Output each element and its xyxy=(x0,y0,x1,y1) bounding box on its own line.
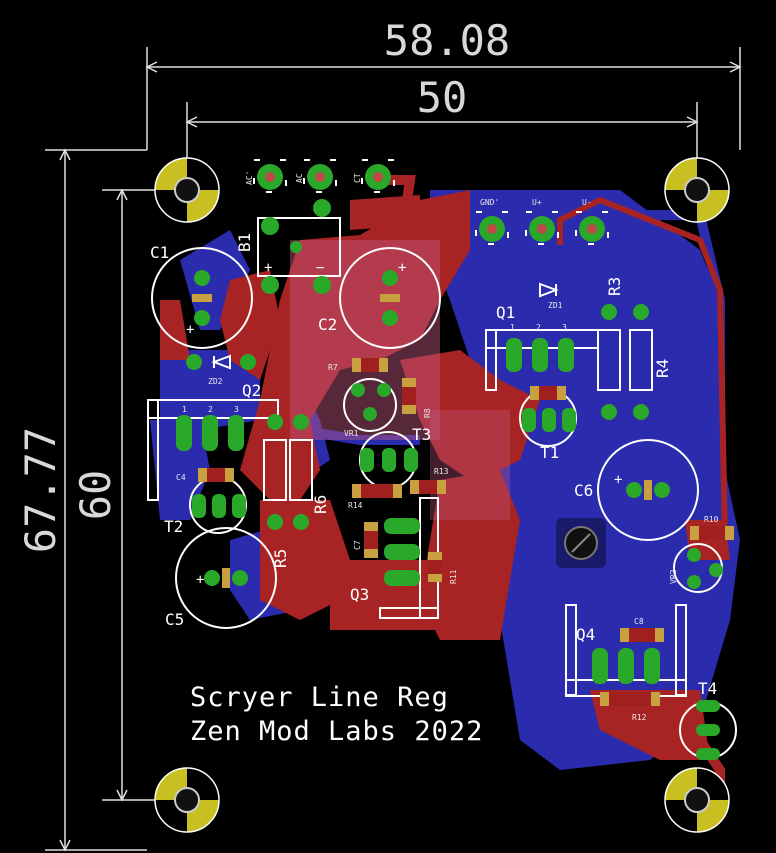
mounting-hole-bottom-right xyxy=(664,767,730,833)
connector-ac-input: AC' AC CT xyxy=(245,159,395,193)
transistor-q4: Q4 xyxy=(565,604,687,697)
bridge-rectifier-b1: + − B1 xyxy=(235,199,341,294)
label-ct: CT xyxy=(353,173,362,183)
ref-r14: R14 xyxy=(348,501,363,510)
label-ac2: AC xyxy=(295,173,304,183)
svg-text:+: + xyxy=(196,572,204,588)
ref-t3: T3 xyxy=(412,425,431,444)
capacitor-c5: + C5 xyxy=(165,527,277,629)
q2-pin3: 3 xyxy=(234,405,239,414)
zener-diode-zd2: ZD2 xyxy=(186,354,256,386)
smd-c4: C4 xyxy=(176,468,234,482)
ref-vr2: VR2 xyxy=(669,569,678,584)
ref-zd1: ZD1 xyxy=(548,301,563,310)
smd-r12: R12 xyxy=(600,692,660,722)
label-vminus: U- xyxy=(582,198,592,207)
ref-r11: R11 xyxy=(449,569,458,584)
q1-pin1: 1 xyxy=(510,323,515,332)
zener-diode-zd1: ZD1 xyxy=(539,282,563,310)
smd-c8: C8 xyxy=(620,617,664,642)
ref-q3: Q3 xyxy=(350,585,369,604)
ref-r4: R4 xyxy=(653,359,672,378)
ref-q4: Q4 xyxy=(576,625,595,644)
board-text-line1: Scryer Line Reg xyxy=(190,682,449,713)
svg-text:+: + xyxy=(614,472,622,488)
ref-r8: R8 xyxy=(423,408,432,418)
mounting-hole-bottom-left xyxy=(154,767,220,833)
ref-r3: R3 xyxy=(605,277,624,296)
ref-t1: T1 xyxy=(540,443,559,462)
mounting-hole-top-right xyxy=(664,157,730,223)
svg-text:−: − xyxy=(316,260,324,276)
dimension-inner-width: 50 xyxy=(185,73,699,190)
ref-q2: Q2 xyxy=(242,381,261,400)
smd-r13: R13 xyxy=(410,467,449,494)
transistor-q2: Q2 1 2 3 xyxy=(147,381,279,501)
ref-r7: R7 xyxy=(328,363,338,372)
ref-b1: B1 xyxy=(235,233,254,252)
q1-pin3: 3 xyxy=(562,323,567,332)
resistor-r3: R3 xyxy=(597,277,624,420)
svg-text:+: + xyxy=(398,260,406,276)
capacitor-c2: + C2 xyxy=(318,247,441,349)
transistor-q1: Q1 1 2 3 xyxy=(485,303,599,391)
dimension-total-height: 67.77 xyxy=(16,148,147,852)
board-text-line2: Zen Mod Labs 2022 xyxy=(190,716,483,747)
dimension-total-height-label: 67.77 xyxy=(16,427,65,553)
capacitor-c1: + C1 xyxy=(150,243,253,349)
mounting-hole-top-left xyxy=(154,157,220,223)
ref-r6: R6 xyxy=(311,495,330,514)
svg-text:+: + xyxy=(264,260,272,276)
dimension-inner-height-label: 60 xyxy=(71,470,120,521)
ref-c7: C7 xyxy=(353,540,362,550)
resistor-r6: R6 xyxy=(289,414,330,530)
ref-c4: C4 xyxy=(176,473,186,482)
transistor-q3: Q3 xyxy=(350,497,439,619)
ref-r5: R5 xyxy=(271,549,290,568)
ref-r12: R12 xyxy=(632,713,647,722)
label-gnd: GND' xyxy=(480,198,499,207)
capacitor-c6: + C6 xyxy=(574,439,699,541)
label-ac1: AC' xyxy=(245,171,254,185)
q2-pin1: 1 xyxy=(182,405,187,414)
svg-text:+: + xyxy=(186,322,194,338)
ref-c2: C2 xyxy=(318,315,337,334)
dimension-total-width-label: 58.08 xyxy=(384,16,510,65)
dimension-inner-width-label: 50 xyxy=(417,73,468,122)
ref-c6: C6 xyxy=(574,481,593,500)
label-vplus: U+ xyxy=(532,198,542,207)
q2-pin2: 2 xyxy=(208,405,213,414)
ref-c8: C8 xyxy=(634,617,644,626)
ref-r13: R13 xyxy=(434,467,449,476)
resistor-r4: R4 xyxy=(629,304,672,420)
smd-r11: R11 xyxy=(428,552,458,584)
smd-r8: R8 xyxy=(402,378,432,418)
ref-zd2: ZD2 xyxy=(208,377,223,386)
resistor-r5: R5 xyxy=(263,414,290,568)
ref-t4: T4 xyxy=(698,679,717,698)
ref-c5: C5 xyxy=(165,610,184,629)
center-mount-hole xyxy=(556,518,606,568)
ref-r10: R10 xyxy=(704,515,719,524)
smd-r14: R14 xyxy=(348,484,402,510)
transistor-t4: T4 xyxy=(679,679,737,760)
trimmer-vr1: VR1 xyxy=(343,378,397,438)
connector-dc-output: GND' U+ U- xyxy=(475,198,609,245)
ref-vr1: VR1 xyxy=(344,429,359,438)
q1-pin2: 2 xyxy=(536,323,541,332)
smd-c7: C7 xyxy=(353,522,378,558)
smd-r10: R10 xyxy=(690,515,734,540)
ref-c1: C1 xyxy=(150,243,169,262)
transistor-t3: T3 xyxy=(359,425,431,489)
smd-c3 xyxy=(530,386,566,400)
trimmer-vr2: VR2 xyxy=(669,543,723,593)
dimension-total-width: 58.08 xyxy=(145,16,742,150)
ref-t2: T2 xyxy=(164,517,183,536)
ref-q1: Q1 xyxy=(496,303,515,322)
smd-r7: R7 xyxy=(328,358,388,372)
